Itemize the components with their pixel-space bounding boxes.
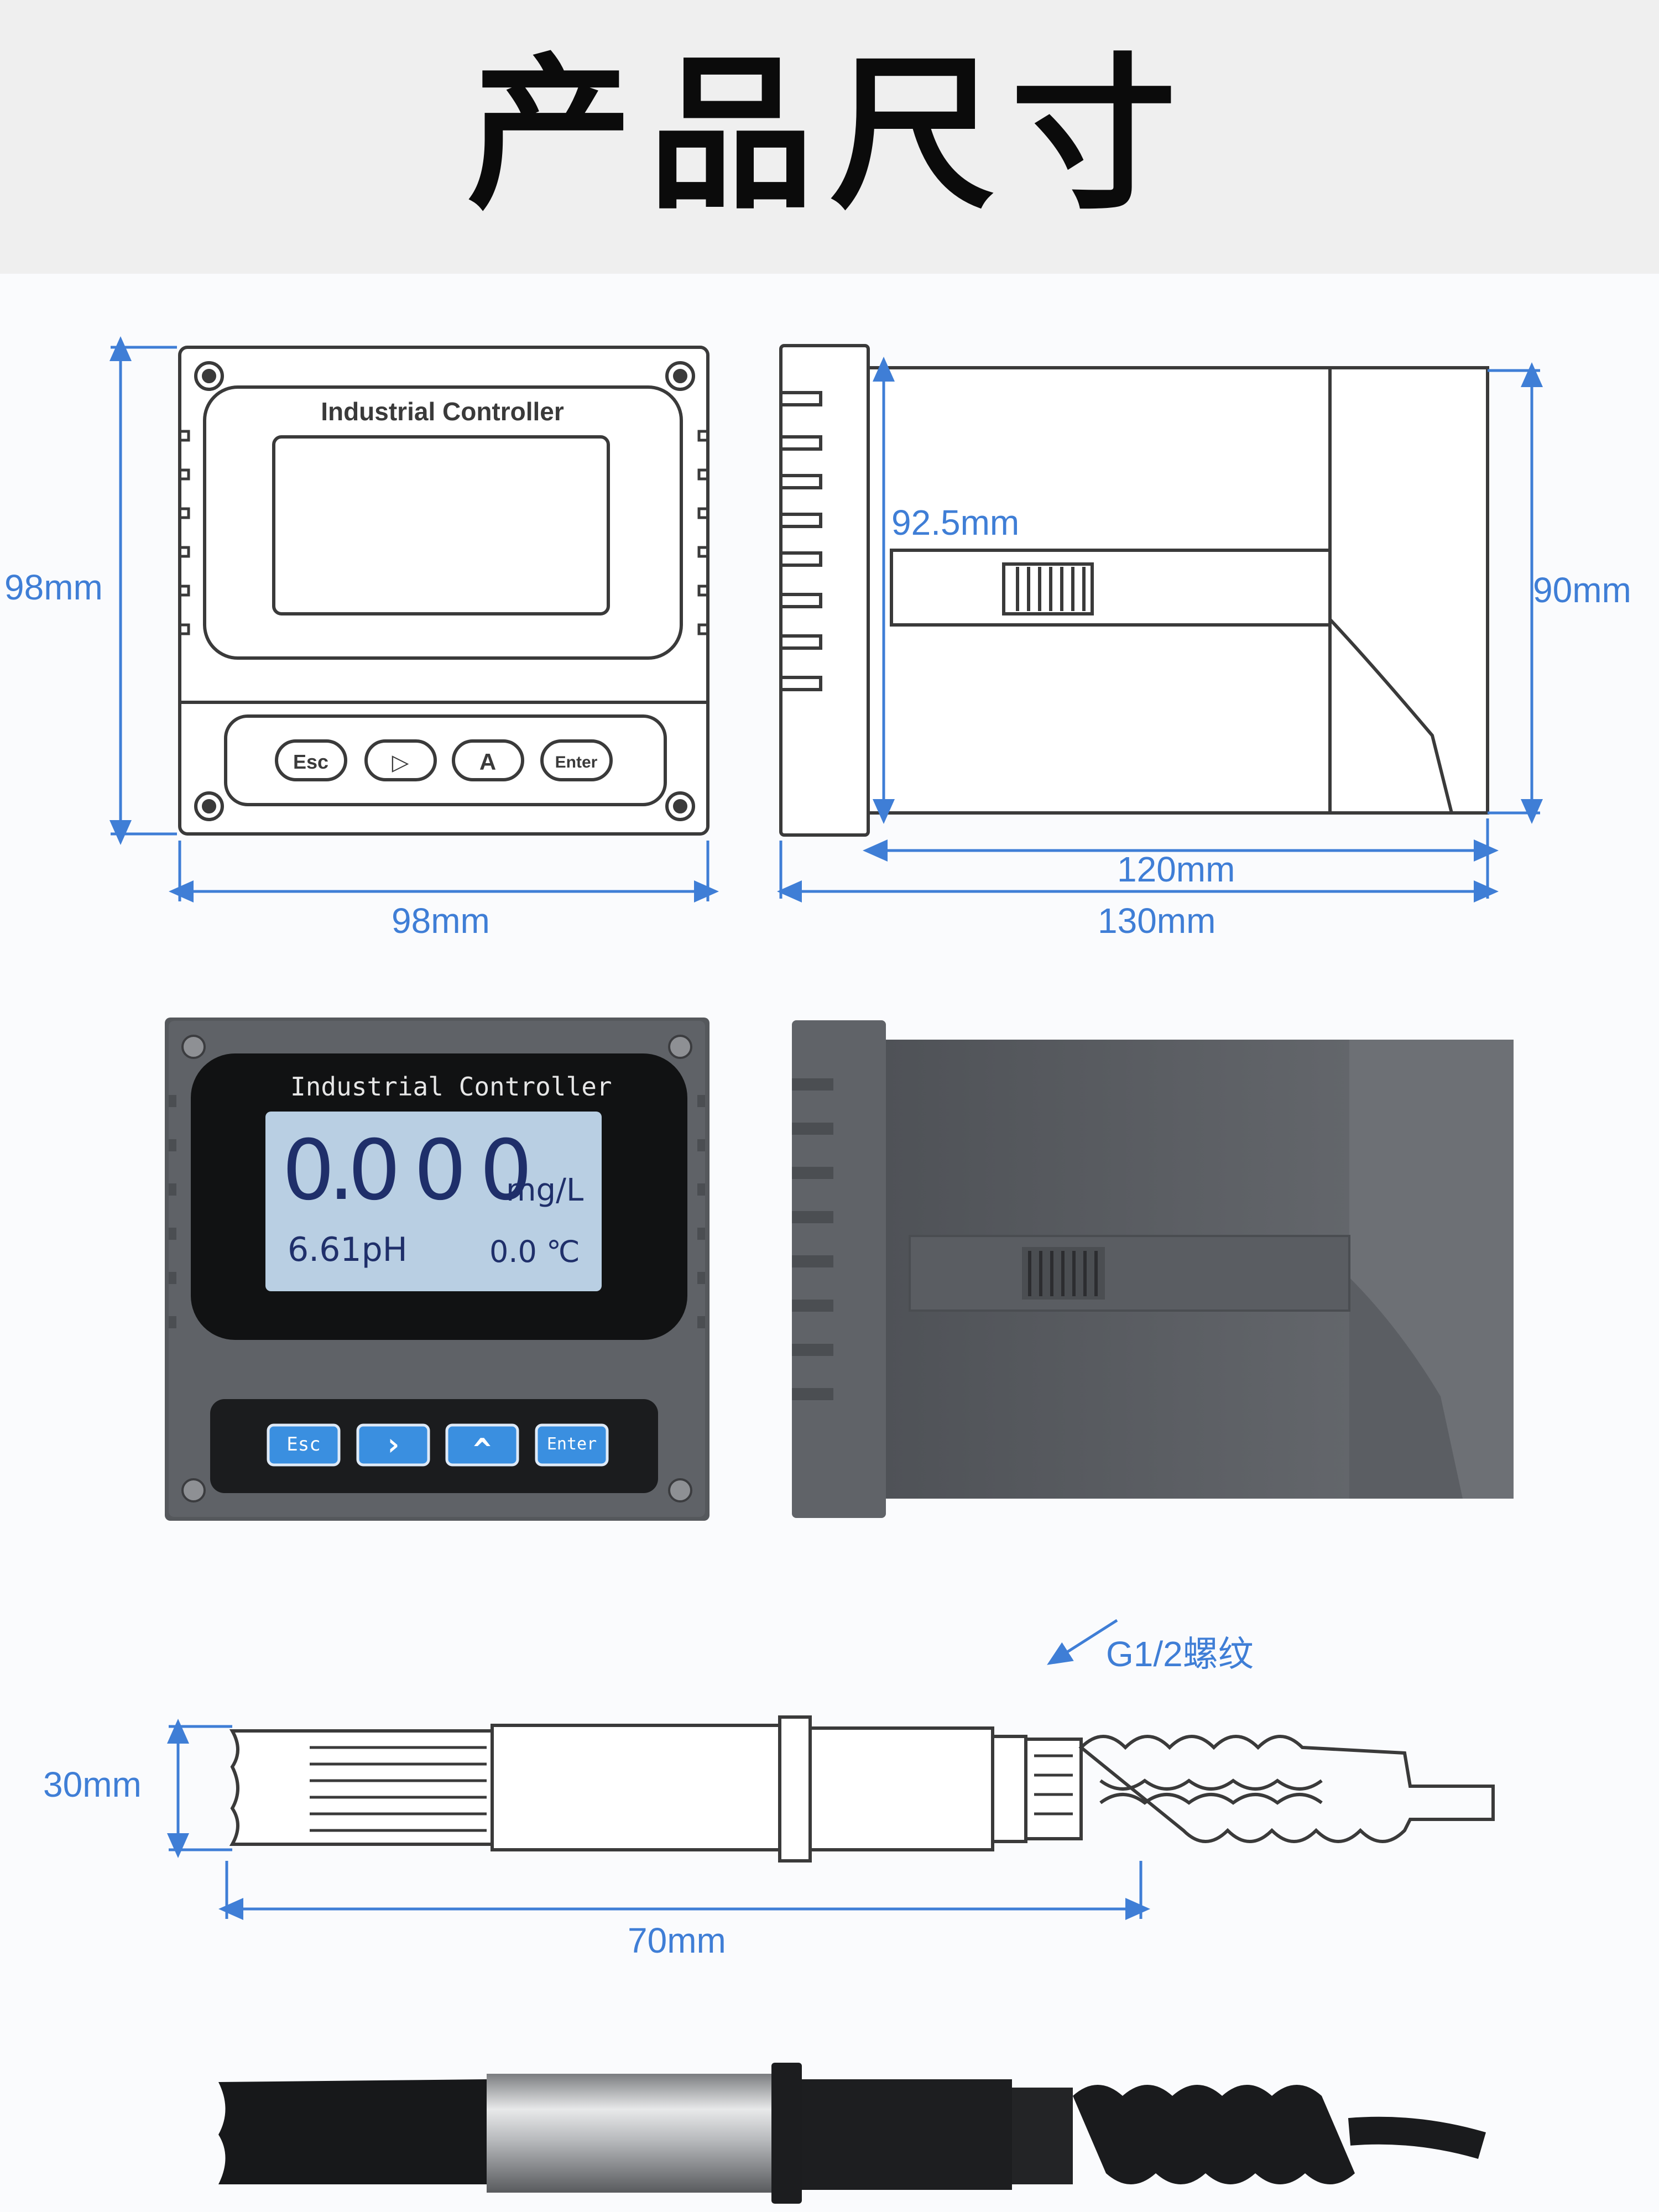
- outline-panel-label: Industrial Controller: [321, 397, 564, 426]
- photo-front-controller: [165, 1018, 709, 1521]
- lcd-ph: 6.61pH: [288, 1230, 408, 1269]
- title-band: [0, 0, 1659, 274]
- side-fins: [781, 391, 822, 691]
- outline-up-label: A: [479, 749, 496, 775]
- photo-esc-button[interactable]: Esc: [286, 1433, 321, 1455]
- lcd-screen: [265, 1112, 602, 1291]
- probe-outline-drawing: [229, 1715, 1495, 1863]
- lcd-reading: 0.0 0 0: [282, 1123, 533, 1219]
- probe-grip-lines: [310, 1746, 1073, 1832]
- front-screws: [194, 361, 695, 821]
- outline-next-label: ▷: [392, 750, 409, 775]
- front-outline-drawing: [178, 346, 709, 836]
- side-height-label: 90mm: [1533, 570, 1631, 610]
- photo-buttons: [267, 1423, 609, 1467]
- photo-panel-label: Industrial Controller: [290, 1072, 612, 1102]
- photo-next-button[interactable]: ›: [384, 1427, 403, 1463]
- side-total-label: 130mm: [1098, 901, 1216, 941]
- photo-side-controller: [792, 1020, 1514, 1518]
- photo-up-button[interactable]: ^: [473, 1432, 492, 1467]
- probe-diameter-label: 30mm: [43, 1765, 142, 1804]
- outline-esc-label: Esc: [293, 750, 328, 773]
- side-outline-drawing: [779, 344, 1489, 837]
- lcd-temp: 0.0 ℃: [489, 1234, 580, 1269]
- thread-label: G1/2螺纹: [1106, 1634, 1254, 1674]
- probe-length-label: 70mm: [628, 1921, 726, 1960]
- lcd-unit: mg/L: [506, 1172, 584, 1208]
- side-vent-slots: [1016, 567, 1086, 611]
- photo-enter-button[interactable]: Enter: [546, 1434, 597, 1454]
- photo-probe: [218, 2063, 1486, 2204]
- front-outline-buttons: [275, 739, 613, 781]
- front-height-label: 98mm: [4, 567, 103, 607]
- page-title: 产品尺寸: [467, 39, 1192, 232]
- side-depth-label: 120mm: [1117, 849, 1235, 889]
- side-inner-label: 92.5mm: [891, 503, 1020, 542]
- dimension-lines: [109, 336, 1543, 1920]
- front-width-label: 98mm: [392, 901, 490, 941]
- outline-enter-label: Enter: [555, 753, 598, 771]
